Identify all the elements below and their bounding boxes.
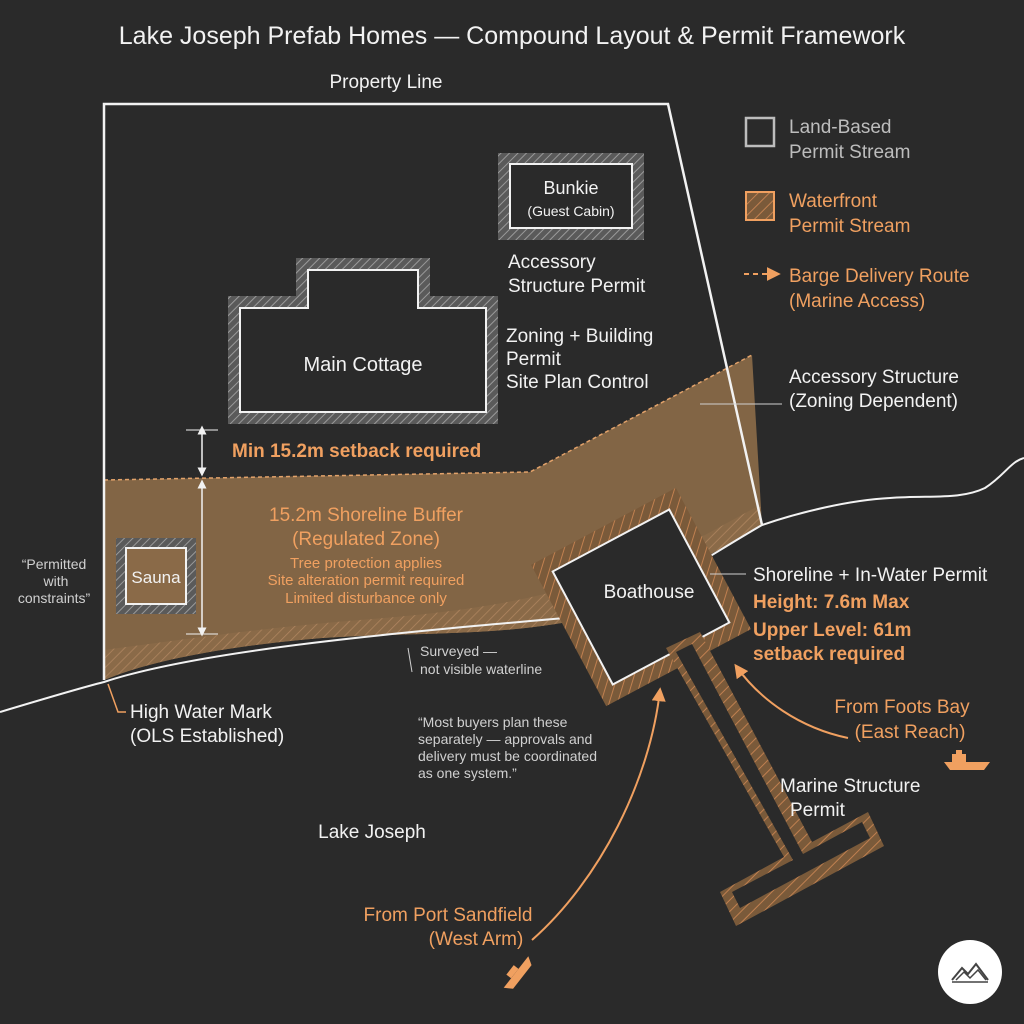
legend-route-line1: Barge Delivery Route [789,266,970,287]
sauna-inner [125,547,187,605]
west-route-arrow [531,687,666,941]
main-cottage-permit-line2: Permit [506,349,562,370]
property-line [102,102,764,680]
west-route-line2: (West Arm) [429,929,524,950]
hwm-leader [107,683,126,713]
buffer-rule-1: Tree protection applies [290,555,442,572]
barge-icon-east [944,750,990,770]
accessory-zoning-line1: Accessory Structure [789,367,959,388]
dock-inner [676,644,870,908]
legend-land-line1: Land-Based [789,117,891,138]
barge-icon-west [503,956,532,989]
buffer-rule-3: Limited disturbance only [285,590,447,607]
hwm-line1: High Water Mark [130,702,272,723]
property-line-label: Property Line [329,72,442,93]
dock-permit-line1: Marine Structure [780,776,920,797]
main-cottage-permit-line1: Zoning + Building [506,326,653,347]
legend-water-line1: Waterfront [789,191,878,212]
quote-line-4: as one system.” [418,765,517,781]
legend-land-line2: Permit Stream [789,142,910,163]
logo-badge [938,940,1002,1004]
surveyed-leader [407,647,413,673]
boathouse-height: Height: 7.6m Max [753,592,910,613]
boathouse-upper-line1: Upper Level: 61m [753,620,911,641]
hwm-line2: (OLS Established) [130,726,284,747]
buffer-title-line2: (Regulated Zone) [292,529,440,550]
accessory-zoning-line2: (Zoning Dependent) [789,391,958,412]
dock-permit-line2: Permit [790,800,846,821]
boathouse-upper-line2: setback required [753,644,905,665]
boathouse-permit: Shoreline + In-Water Permit [753,565,988,586]
surveyed-line2: not visible waterline [420,661,542,677]
bunkie-sublabel: (Guest Cabin) [527,203,614,219]
west-route-line1: From Port Sandfield [364,905,533,926]
high-water-strip [104,505,762,680]
mountain-logo-icon [951,962,989,983]
setback-label: Min 15.2m setback required [232,441,481,462]
quote-line-3: delivery must be coordinated [418,748,597,764]
buffer-title-line1: 15.2m Shoreline Buffer [269,505,464,526]
bunkie-inner [509,163,633,229]
legend-land-swatch [744,116,776,148]
bunkie-label: Bunkie [543,178,598,198]
bunkie-permit-line1: Accessory [508,252,596,273]
sauna-note-line3: constraints” [18,590,91,606]
main-cottage-permit-line3: Site Plan Control [506,372,649,393]
legend-route-line2: (Marine Access) [789,291,925,312]
east-route-line1: From Foots Bay [834,697,970,718]
quote-line-1: “Most buyers plan these [418,714,568,730]
diagram-title: Lake Joseph Prefab Homes — Compound Layo… [119,22,906,50]
east-route-line2: (East Reach) [855,722,966,743]
legend-water-swatch [745,191,775,221]
main-cottage-inner [239,269,487,413]
lake-name: Lake Joseph [318,822,426,843]
bunkie-permit-line2: Structure Permit [508,276,646,297]
quote-line-2: separately — approvals and [418,731,592,747]
legend-water-line2: Permit Stream [789,216,910,237]
buffer-boundary-line [103,354,753,481]
main-cottage-label: Main Cottage [304,354,423,376]
sauna-note-line1: “Permitted [22,556,87,572]
boathouse-label: Boathouse [604,582,695,603]
sauna-note-line2: with [43,573,69,589]
surveyed-line1: Surveyed — [420,643,497,659]
east-route-arrow [734,663,849,739]
sauna-label: Sauna [131,568,181,587]
buffer-rule-2: Site alteration permit required [268,572,465,589]
